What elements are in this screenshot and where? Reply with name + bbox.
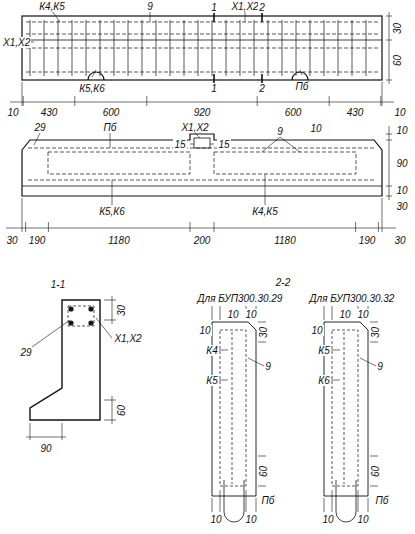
drawing-label: Для БУП300.30.32	[309, 293, 396, 304]
drawing-label: Пб	[295, 81, 310, 92]
drawing-label: Пб	[375, 495, 390, 506]
stirrup-line	[198, 20, 199, 76]
drawing-label: Х1,Х2	[180, 122, 209, 133]
stirrup-line	[44, 20, 45, 76]
stirrup-line	[156, 20, 157, 76]
drawing-label: 10	[309, 123, 322, 134]
drawing-label: 30	[393, 235, 406, 246]
drawing-label: 2	[258, 2, 266, 13]
drawing-label: 9	[376, 361, 384, 372]
stirrup-line	[268, 20, 269, 76]
drawing-label: 10	[338, 309, 351, 320]
stirrup-line	[86, 20, 87, 76]
drawing-label: 90	[39, 443, 52, 454]
drawing-label: 9	[146, 1, 154, 12]
drawing-label: 15	[173, 139, 186, 150]
drawing-label: К4,К5	[38, 1, 66, 12]
drawing-label: 200	[193, 235, 212, 246]
drawing-label: 30	[117, 303, 128, 316]
drawing-label: 1	[210, 83, 218, 94]
stirrup-line	[324, 20, 325, 76]
drawing-label: К5	[205, 375, 218, 386]
drawing-label: 10	[244, 309, 257, 320]
stirrup-line	[338, 20, 339, 76]
drawing-label: 1-1	[50, 279, 66, 290]
drawing-label: 1180	[107, 235, 131, 246]
stirrup-line	[366, 20, 367, 76]
drawing-label: 29	[33, 122, 46, 133]
drawing-label: 10	[310, 325, 323, 336]
drawing-label: 190	[358, 235, 377, 246]
stirrup-line	[352, 20, 353, 76]
drawing-label: 15	[217, 139, 230, 150]
stirrup-line	[114, 20, 115, 76]
drawing-label: 30	[395, 201, 408, 212]
drawing-label: 60	[117, 403, 128, 416]
drawing-label: 2-2	[275, 277, 291, 288]
drawing-label: К5,К6	[78, 83, 106, 94]
stirrup-line	[240, 20, 241, 76]
drawing-label: 430	[40, 107, 59, 118]
stirrup-line	[254, 20, 255, 76]
drawing-label: К4,К5	[251, 206, 279, 217]
drawing-label: 30	[393, 21, 404, 34]
drawing-label: 10	[198, 325, 211, 336]
drawing-label: Х1,Х2	[2, 37, 31, 48]
stirrup-line	[72, 20, 73, 76]
drawing-label: 60	[393, 53, 404, 66]
drawing-label: 9	[264, 361, 272, 372]
stirrup-line	[212, 20, 213, 76]
drawing-label: 920	[193, 107, 212, 118]
stirrup-line	[226, 20, 227, 76]
drawing-label: К5	[317, 345, 330, 356]
drawing-label: 10	[6, 107, 19, 118]
drawing-label: 10	[395, 185, 408, 196]
drawing-label: Пб	[261, 495, 276, 506]
drawing-label: 10	[226, 309, 239, 320]
drawing-label: К4	[205, 345, 218, 356]
drawing-label: Пб	[103, 122, 118, 133]
drawing-label: 10	[395, 125, 408, 136]
stirrup-line	[142, 20, 143, 76]
drawing-label: 600	[284, 107, 303, 118]
stirrup-line	[58, 20, 59, 76]
drawing-label: 60	[259, 464, 270, 477]
drawing-label: 10	[244, 514, 257, 525]
drawing-label: 30	[259, 325, 270, 338]
stirrup-line	[128, 20, 129, 76]
stirrup-line	[310, 20, 311, 76]
drawing-label: 1	[210, 2, 218, 13]
drawing-label: Х1,Х2	[230, 1, 259, 12]
stirrup-line	[282, 20, 283, 76]
drawing-label: 10	[356, 514, 369, 525]
drawing-label: 30	[371, 325, 382, 338]
stirrup-line	[30, 20, 31, 76]
drawing-label: 2	[258, 83, 266, 94]
stirrup-line	[296, 20, 297, 76]
drawing-label: Х1,Х2	[113, 333, 142, 344]
drawing-label: К5,К6	[98, 206, 126, 217]
drawing-label: К6	[317, 375, 330, 386]
drawing-label: 9	[276, 126, 284, 137]
drawing-label: 10	[209, 514, 222, 525]
drawing-label: 60	[371, 464, 382, 477]
drawing-label: 190	[28, 235, 47, 246]
drawing-label: 30	[5, 235, 18, 246]
drawing-label: 430	[346, 107, 365, 118]
drawing-label: 29	[19, 347, 32, 358]
stirrup-line	[100, 20, 101, 76]
drawing-label: Для БУП300.30.29	[197, 293, 284, 304]
drawing-label: 10	[321, 514, 334, 525]
drawing-label: 10	[393, 107, 406, 118]
stirrup-line	[184, 20, 185, 76]
drawing-label: 10	[356, 309, 369, 320]
drawing-label: 600	[102, 107, 121, 118]
stirrup-line	[170, 20, 171, 76]
drawing-label: 90	[395, 158, 408, 169]
drawing-label: 1180	[273, 235, 297, 246]
